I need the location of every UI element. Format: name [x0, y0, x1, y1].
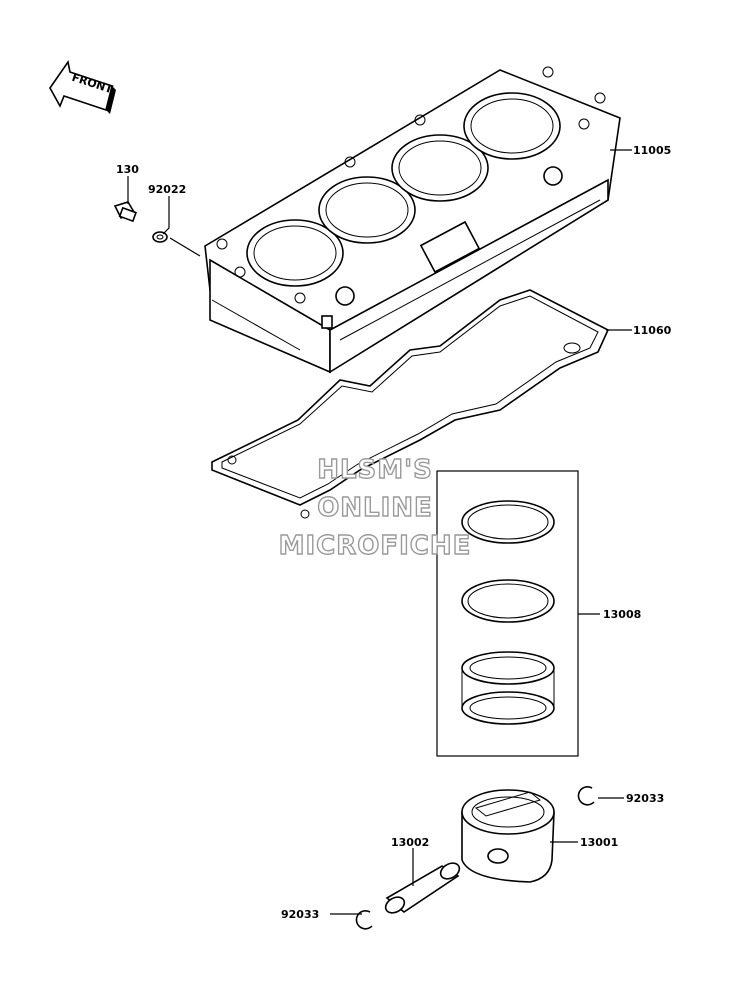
- washer-part: [152, 231, 168, 243]
- bolt-part: [113, 201, 137, 223]
- callout-ring-set: 13008: [603, 608, 641, 621]
- piston-part: [461, 789, 555, 883]
- watermark: HLSM'S ONLINE MICROFICHE: [278, 454, 472, 561]
- cylinder-gasket: [211, 289, 610, 519]
- callout-cylinder: 11005: [633, 144, 671, 157]
- circlip-lower-part: [355, 909, 373, 930]
- cylinder-block: [204, 66, 621, 374]
- callout-bolt: 130: [116, 163, 139, 176]
- leader-line-washer-to-block: [169, 237, 201, 257]
- callout-piston: 13001: [580, 836, 618, 849]
- callout-piston-pin: 13002: [391, 836, 429, 849]
- circlip-upper-part: [577, 785, 595, 806]
- callout-circlip-upper: 92033: [626, 792, 664, 805]
- ring-set-box: [436, 470, 579, 757]
- watermark-line3: MICROFICHE: [279, 531, 472, 561]
- watermark-line1: HLSM'S: [317, 455, 433, 485]
- leader-line-washer: [162, 196, 170, 235]
- callout-washer: 92022: [148, 183, 186, 196]
- piston-pin-part: [384, 862, 461, 914]
- callout-gasket: 11060: [633, 324, 672, 337]
- front-arrow-icon: FRONT: [49, 59, 116, 114]
- callout-circlip-lower: 92033: [281, 908, 319, 921]
- watermark-line2: ONLINE: [317, 493, 433, 523]
